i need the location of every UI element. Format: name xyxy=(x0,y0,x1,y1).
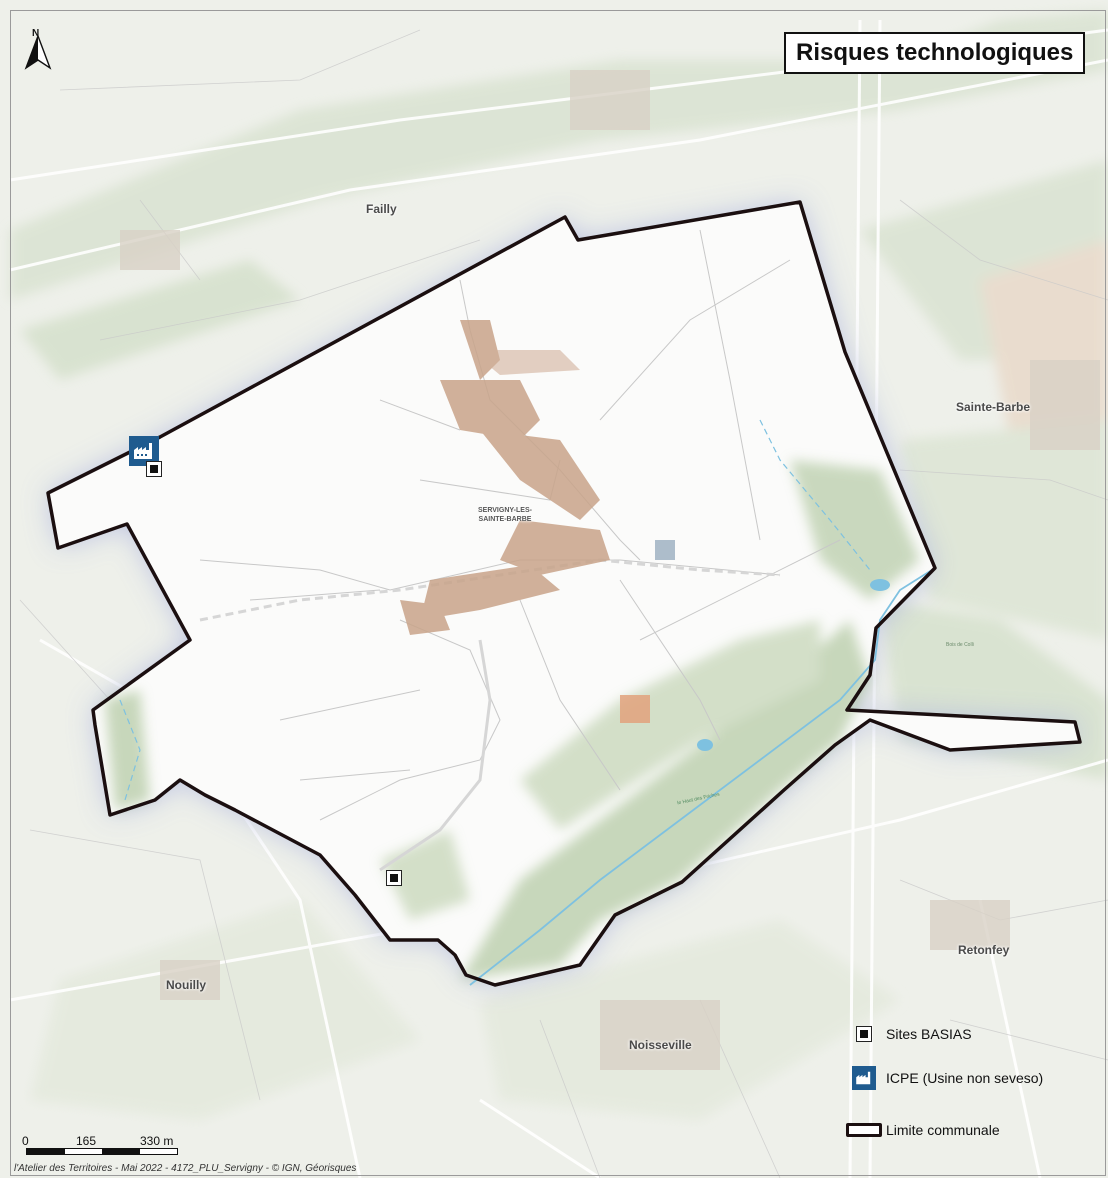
village-buildings xyxy=(400,320,675,723)
black-square-marker-icon xyxy=(856,1026,872,1042)
commune-boundary xyxy=(46,200,1082,987)
place-retonfey: Retonfey xyxy=(958,943,1010,957)
basias-site-marker[interactable] xyxy=(386,870,402,886)
place-sainte-barbe: Sainte-Barbe xyxy=(956,400,1031,414)
factory-icon xyxy=(852,1066,876,1090)
basias-site-marker[interactable] xyxy=(146,461,162,477)
villages xyxy=(120,70,1100,1070)
boundary-swatch-icon xyxy=(846,1123,882,1137)
place-servigny: SERVIGNY-LES- SAINTE-BARBE xyxy=(478,506,532,524)
scale-tick-165: 165 xyxy=(76,1134,97,1148)
place-servigny-line1: SERVIGNY-LES- xyxy=(478,507,532,514)
legend-label-limit: Limite communale xyxy=(886,1122,1000,1138)
legend-label-icpe: ICPE (Usine non seveso) xyxy=(886,1070,1044,1086)
place-nouilly: Nouilly xyxy=(166,978,207,992)
legend-item-basias: Sites BASIAS xyxy=(842,1018,1102,1050)
factory-icon xyxy=(134,443,152,459)
north-letter: N xyxy=(32,28,40,39)
stream xyxy=(469,567,936,986)
forest-label: Bois de Colli xyxy=(946,642,974,648)
north-arrow-icon xyxy=(24,34,52,70)
place-servigny-line2: SAINTE-BARBE xyxy=(478,516,532,523)
map-title: Risques technologiques xyxy=(784,32,1086,74)
commune-forest xyxy=(105,460,920,980)
place-failly: Failly xyxy=(366,202,397,216)
commune-area xyxy=(48,202,1080,985)
legend-item-icpe: ICPE (Usine non seveso) xyxy=(842,1062,1102,1094)
scale-tick-330: 330 m xyxy=(140,1134,174,1148)
legend-item-limit: Limite communale xyxy=(842,1114,1102,1146)
place-noisseville: Noisseville xyxy=(629,1038,692,1052)
legend-label-basias: Sites BASIAS xyxy=(886,1026,972,1042)
legend: Sites BASIAS ICPE (Usine non seveso) Lim… xyxy=(842,1018,1102,1158)
scale-tick-0: 0 xyxy=(22,1134,29,1148)
scale-bar xyxy=(26,1148,178,1155)
credits: l'Atelier des Territoires - Mai 2022 - 4… xyxy=(14,1163,357,1174)
